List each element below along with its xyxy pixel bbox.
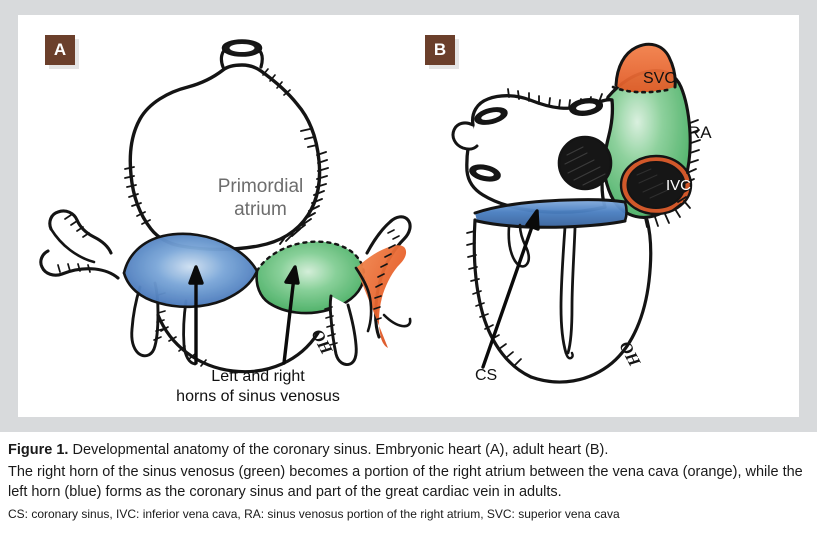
panel-label-b: B (425, 35, 455, 65)
svc-label: SVC (643, 70, 676, 87)
ivc-label: IVC (666, 177, 692, 194)
cs-label: CS (475, 367, 498, 384)
svg-text:OH: OH (615, 338, 644, 370)
ra-label: RA (688, 123, 712, 142)
figure-canvas: OH (18, 15, 799, 417)
figure-frame: OH (0, 0, 817, 432)
figure-caption: Figure 1. Developmental anatomy of the c… (8, 440, 813, 523)
sinus-venosus-horns-label: Left and right horns of sinus venosus (176, 368, 340, 405)
primordial-atrium-label: Primordial atrium (217, 176, 304, 220)
caption-title: Developmental anatomy of the coronary si… (68, 442, 609, 458)
caption-body: The right horn of the sinus venosus (gre… (8, 464, 803, 500)
caption-abbreviations: CS: coronary sinus, IVC: inferior vena c… (8, 507, 620, 521)
panel-b-illustration: OH (413, 15, 799, 417)
figure-number: Figure 1. (8, 442, 69, 458)
panel-a-illustration: OH (18, 15, 413, 417)
panel-label-a: A (45, 35, 75, 65)
caption-title-line: Figure 1. Developmental anatomy of the c… (8, 440, 813, 460)
artist-signature-b: OH (615, 338, 644, 370)
